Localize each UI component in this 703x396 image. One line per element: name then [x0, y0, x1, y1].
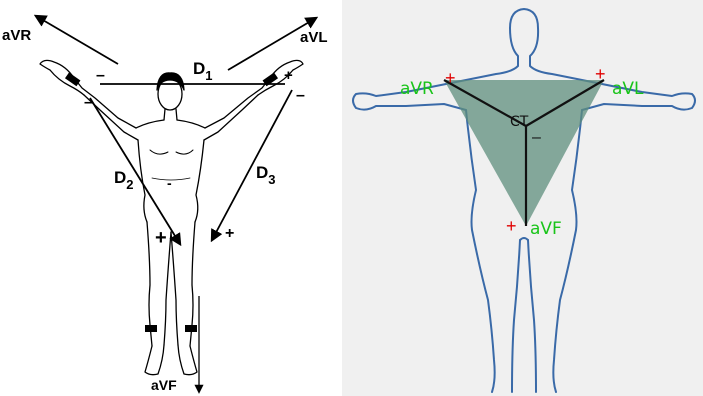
avr-electrode-label: aVR	[400, 79, 434, 99]
augmented-svg: + + + aVR aVL aVF CT –	[342, 0, 703, 396]
avl-positive-sign: +	[595, 64, 606, 84]
einthoven-svg: aVR aVL aVF D1 D2 D3 – + – + – + -	[0, 0, 338, 396]
electrode-bands	[65, 73, 278, 332]
d1-positive-sign: +	[284, 67, 293, 84]
central-terminal-negative-sign: –	[532, 129, 541, 146]
d3-negative-sign: –	[296, 87, 305, 104]
avl-label: aVL	[300, 29, 328, 46]
d2-negative-sign: –	[84, 94, 93, 111]
d1-negative-sign: –	[96, 67, 105, 84]
avf-positive-sign: +	[506, 216, 517, 236]
avr-arrow	[36, 16, 118, 64]
lead-d2-line	[90, 98, 180, 244]
d1-label: D1	[193, 59, 213, 83]
lead-d3-line	[212, 90, 292, 240]
d3-positive-sign: +	[225, 225, 234, 242]
avf-label: aVF	[151, 377, 177, 393]
augmented-lead-diagram: + + + aVR aVL aVF CT –	[342, 0, 703, 396]
shaded-triangle	[444, 80, 604, 226]
central-terminal-label: CT	[510, 114, 529, 130]
d3-label: D3	[256, 163, 276, 187]
avr-label: aVR	[2, 27, 31, 44]
human-figure-front	[40, 60, 303, 374]
center-negative-sign: -	[167, 175, 172, 191]
d2-positive-sign: +	[155, 227, 167, 249]
einthoven-lead-diagram: aVR aVL aVF D1 D2 D3 – + – + – + -	[0, 0, 338, 396]
avf-electrode-label: aVF	[530, 219, 562, 239]
avr-positive-sign: +	[445, 68, 456, 88]
d2-label: D2	[114, 168, 134, 192]
avl-electrode-label: aVL	[612, 79, 644, 99]
